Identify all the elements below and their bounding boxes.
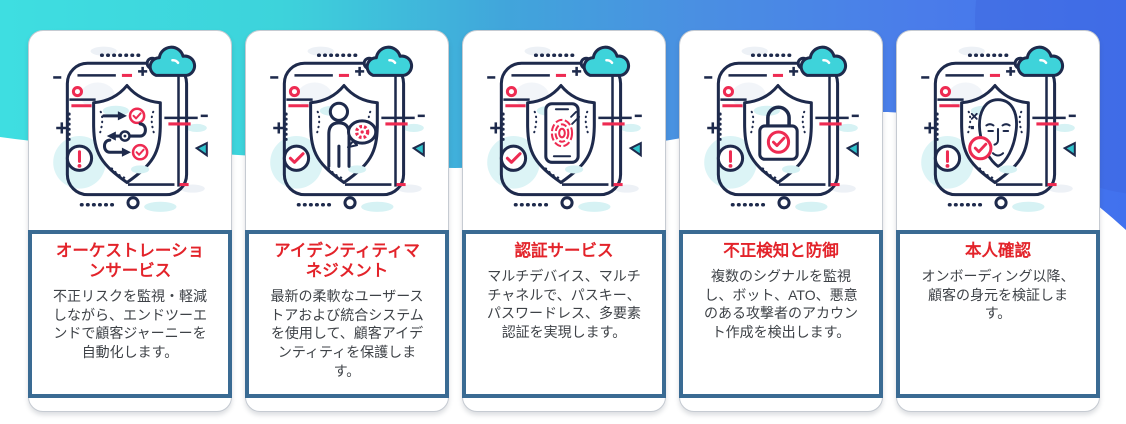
- card-textbox: 本人確認 オンボーディング以降、顧客の身元を検証します。: [896, 230, 1100, 398]
- card-title: 不正検知と防御: [723, 242, 839, 260]
- card-row: オーケストレーションサービス 不正リスクを監視・軽減しながら、エンドツーエンドで…: [28, 30, 1100, 412]
- card-fraud-detection: 不正検知と防御 複数のシグナルを監視し、ボット、ATO、悪意のある攻撃者のアカウ…: [679, 30, 883, 412]
- card-description: オンボーディング以降、顧客の身元を検証します。: [921, 268, 1075, 322]
- card-title: オーケストレーションサービス: [55, 242, 205, 281]
- illustration: [680, 31, 882, 231]
- card-textbox: アイデンティティマネジメント 最新の柔軟なユーザーストアおよび統合システムを使用…: [245, 230, 449, 398]
- shield-lock-icon: [704, 45, 859, 212]
- card-title: 本人確認: [965, 242, 1031, 260]
- shield-face-icon: [921, 45, 1076, 212]
- card-description: 複数のシグナルを監視し、ボット、ATO、悪意のある攻撃者のアカウント作成を検出し…: [704, 268, 858, 340]
- card-authentication-service: 認証サービス マルチデバイス、マルチチャネルで、パスキー、パスワードレス、多要素…: [462, 30, 666, 412]
- card-textbox: 不正検知と防御 複数のシグナルを監視し、ボット、ATO、悪意のある攻撃者のアカウ…: [679, 230, 883, 398]
- illustration: [29, 31, 231, 231]
- card-title: 認証サービス: [514, 242, 614, 260]
- card-description: マルチデバイス、マルチチャネルで、パスキー、パスワードレス、多要素認証を実現しま…: [487, 268, 641, 340]
- card-identity-management: アイデンティティマネジメント 最新の柔軟なユーザーストアおよび統合システムを使用…: [245, 30, 449, 412]
- card-description: 最新の柔軟なユーザーストアおよび統合システムを使用して、顧客アイデンティティを保…: [270, 288, 424, 379]
- card-orchestration-service: オーケストレーションサービス 不正リスクを監視・軽減しながら、エンドツーエンドで…: [28, 30, 232, 412]
- illustration: [463, 31, 665, 231]
- card-textbox: 認証サービス マルチデバイス、マルチチャネルで、パスキー、パスワードレス、多要素…: [462, 230, 666, 398]
- illustration: [897, 31, 1099, 231]
- shield-fingerprint-icon: [487, 45, 642, 212]
- shield-user-gear-icon: [270, 45, 425, 212]
- card-description: 不正リスクを監視・軽減しながら、エンドツーエンドで顧客ジャーニーを自動化します。: [53, 288, 207, 361]
- card-identity-verification: 本人確認 オンボーディング以降、顧客の身元を検証します。: [896, 30, 1100, 412]
- card-textbox: オーケストレーションサービス 不正リスクを監視・軽減しながら、エンドツーエンドで…: [28, 230, 232, 398]
- shield-workflow-icon: [53, 45, 208, 212]
- illustration: [246, 31, 448, 231]
- card-title: アイデンティティマネジメント: [274, 242, 420, 281]
